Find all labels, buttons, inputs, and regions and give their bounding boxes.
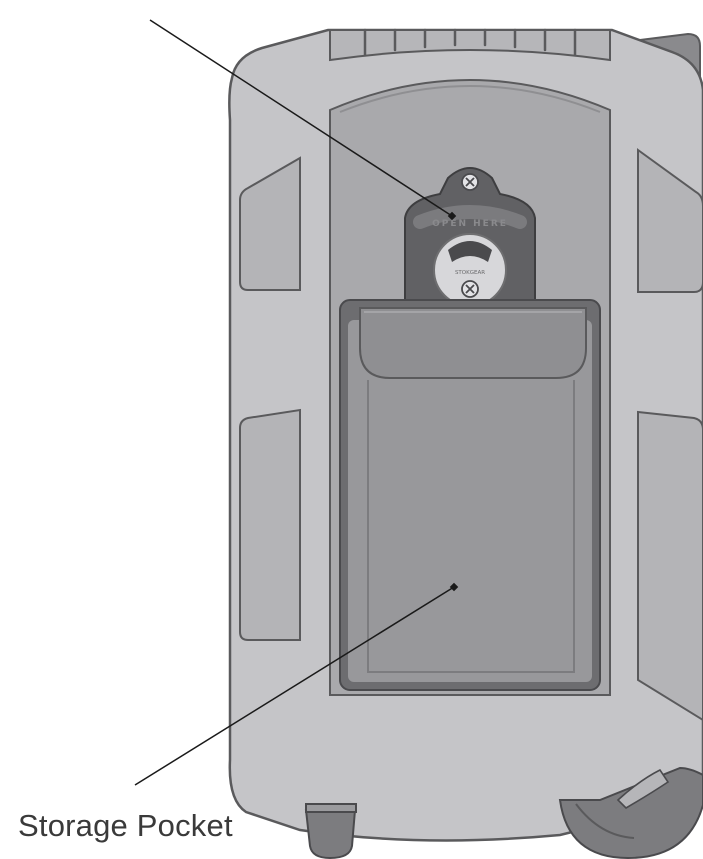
storage-pocket-label: Storage Pocket	[18, 808, 233, 843]
pocket-leader-line	[134, 586, 455, 786]
screw-icon	[461, 173, 479, 191]
right-grip-panels	[637, 148, 703, 722]
leader-lines	[134, 19, 459, 786]
left-grip-panels	[239, 156, 301, 641]
pocket-leader-dot	[449, 582, 459, 592]
bottle-opener: OPEN HERE STOKGEAR	[404, 167, 536, 307]
cooler-foot	[304, 803, 357, 859]
storage-pocket	[339, 299, 601, 691]
lid-ribs	[329, 28, 611, 62]
opener-lid-text: OPEN HERE	[432, 219, 508, 229]
opener-leader-dot	[447, 211, 457, 221]
cooler-wheel	[558, 766, 703, 859]
screw-icon	[461, 280, 479, 298]
opener-brand: STOKGEAR	[455, 270, 485, 276]
opener-leader-line	[149, 19, 453, 217]
